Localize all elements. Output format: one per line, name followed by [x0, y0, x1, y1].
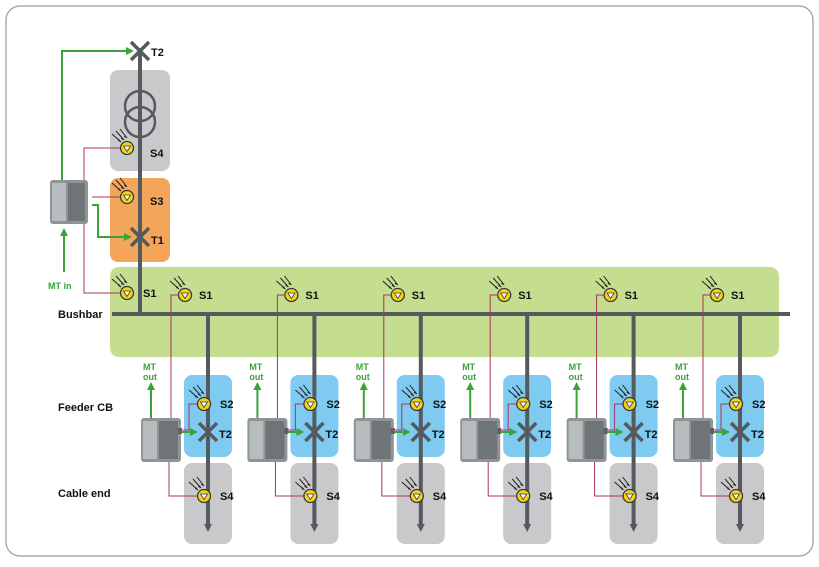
s1-feeder-label: S1 [625, 290, 638, 302]
sensor-s1-feeder [701, 275, 725, 303]
s4-cable-label: S4 [646, 491, 660, 503]
sensor-s1-incomer [111, 273, 135, 301]
mt-out-label-mt: MT [462, 362, 475, 372]
row-label-bushbar: Bushbar [58, 309, 103, 321]
t1-incomer-cross [129, 226, 151, 248]
t2-feeder-label: T2 [219, 429, 232, 441]
feeder-relay-device [566, 418, 608, 462]
sensor-s2-feeder [614, 384, 637, 412]
mt-out-label-out: out [143, 372, 157, 382]
sensor-s2-feeder [507, 384, 531, 412]
t1-label: T1 [151, 235, 164, 247]
s1-feeder-label: S1 [731, 290, 744, 302]
s1-feeder-label: S1 [412, 290, 425, 302]
mt-out-label-out: out [356, 372, 370, 382]
s1-feeder-label: S1 [518, 290, 531, 302]
sensor-s2-feeder [401, 384, 424, 412]
t2-feeder-label: T2 [538, 429, 551, 441]
sensor-s4-cable [614, 476, 637, 504]
s4-cable-label: S4 [752, 491, 766, 503]
sensor-s1-feeder [382, 275, 405, 303]
t2-feeder-label: T2 [751, 429, 764, 441]
sensor-s1-feeder [488, 275, 512, 303]
t2-feeder-cross [410, 421, 432, 443]
s3-label: S3 [150, 196, 163, 208]
sensor-s2-feeder [295, 384, 318, 412]
s2-feeder-label: S2 [220, 399, 233, 411]
feeder-relay-device [141, 418, 182, 462]
s4-cable-label: S4 [220, 491, 234, 503]
s1-incomer-label: S1 [143, 288, 156, 300]
feeder-relay-device [460, 418, 502, 462]
s4-cable-label: S4 [433, 491, 447, 503]
t2-top-label: T2 [151, 47, 164, 59]
incomer-relay-device [50, 180, 88, 224]
sensor-s1-feeder [595, 275, 618, 303]
mt-out-label-mt: MT [356, 362, 369, 372]
sensor-s2-feeder [188, 384, 212, 412]
s2-feeder-label: S2 [646, 399, 659, 411]
t2-feeder-label: T2 [432, 429, 445, 441]
mt-out-label-mt: MT [249, 362, 262, 372]
mt-out-label-out: out [569, 372, 583, 382]
s4-cable-label: S4 [539, 491, 553, 503]
transformer-winding-top [123, 89, 157, 123]
row-label-feeder-cb: Feeder CB [58, 402, 113, 414]
sensor-s4-cable [188, 476, 212, 504]
s1-feeder-label: S1 [305, 290, 318, 302]
s4-transformer-label: S4 [150, 148, 164, 160]
s1-feeder-label: S1 [199, 290, 212, 302]
t2-feeder-label: T2 [325, 429, 338, 441]
s2-feeder-label: S2 [433, 399, 446, 411]
s4-cable-label: S4 [326, 491, 340, 503]
sensor-s3-incomer [111, 177, 135, 205]
mt-out-label-mt: MT [675, 362, 688, 372]
mt-out-label-out: out [675, 372, 689, 382]
sensor-s4-cable [401, 476, 424, 504]
t2-feeder-cross [729, 421, 751, 443]
s2-feeder-label: S2 [326, 399, 339, 411]
sensor-s4-cable [507, 476, 531, 504]
mt-in-label: MT in [48, 281, 72, 291]
feeder-relay-device [353, 418, 395, 462]
mt-out-label-mt: MT [143, 362, 156, 372]
sensor-s4-cable [295, 476, 318, 504]
s2-feeder-label: S2 [752, 399, 765, 411]
sensor-s1-feeder [276, 275, 299, 303]
t2-feeder-label: T2 [645, 429, 658, 441]
mt-out-label-out: out [249, 372, 263, 382]
feeder-relay-device [673, 418, 714, 462]
mt-out-label-mt: MT [569, 362, 582, 372]
feeder-relay-device [247, 418, 289, 462]
transformer-winding-bottom [123, 105, 157, 139]
t2-feeder-cross [623, 421, 644, 443]
sensor-s2-feeder [720, 384, 744, 412]
sensor-s4-transformer [111, 128, 135, 156]
t2-feeder-cross [197, 421, 219, 443]
t2-transformer-cross [129, 40, 151, 62]
mt-out-label-out: out [462, 372, 476, 382]
sensor-s4-cable [720, 476, 744, 504]
t2-feeder-cross [304, 421, 325, 443]
s2-feeder-label: S2 [539, 399, 552, 411]
t2-feeder-cross [516, 421, 538, 443]
row-label-cable-end: Cable end [58, 488, 111, 500]
